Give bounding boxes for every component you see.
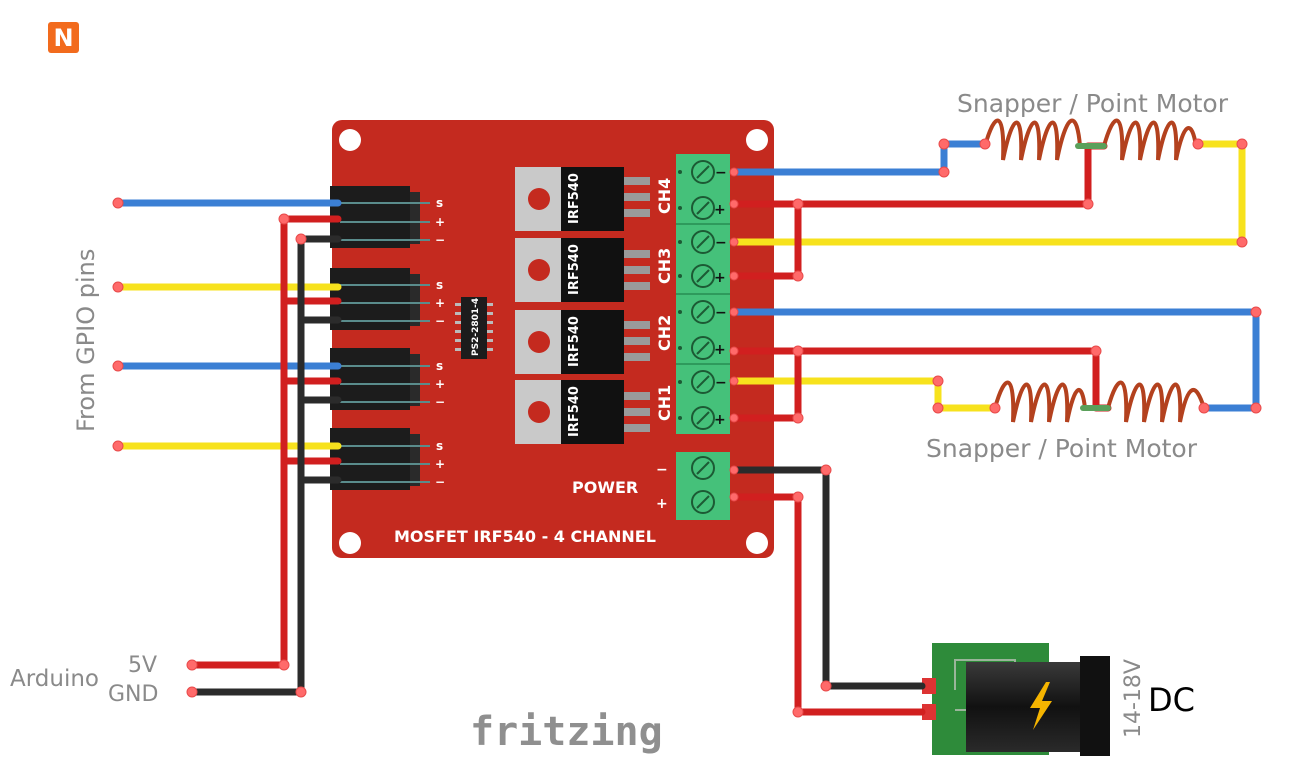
svg-text:+: + xyxy=(714,270,726,286)
svg-text:s: s xyxy=(436,278,443,292)
mounting-hole xyxy=(339,532,361,554)
svg-text:−: − xyxy=(435,475,445,489)
lightning-icon xyxy=(1030,682,1052,730)
svg-text:−: − xyxy=(715,375,727,391)
mosfet-ch4: IRF540 xyxy=(515,167,650,231)
svg-text:IRF540: IRF540 xyxy=(567,386,582,437)
header-ch2[interactable] xyxy=(330,348,430,410)
output-terminal-signs: − + − + − + − + xyxy=(714,165,727,428)
svg-text:IRF540: IRF540 xyxy=(567,173,582,224)
optocoupler-chip: PS2-2801-4 xyxy=(455,297,493,359)
svg-text:CH1: CH1 xyxy=(655,385,674,421)
fritzing-logo: fritzing xyxy=(470,709,663,755)
svg-text:+: + xyxy=(435,215,445,229)
mosfet-ch2: IRF540 xyxy=(515,310,650,374)
5v-label: 5V xyxy=(128,653,157,678)
gpio-label: From GPIO pins xyxy=(72,249,100,432)
svg-text:+: + xyxy=(714,412,726,428)
svg-text:N: N xyxy=(53,24,73,52)
mounting-hole xyxy=(339,129,361,151)
terminal-screws xyxy=(691,160,715,430)
motor-coil-top xyxy=(983,118,1198,161)
svg-text:+: + xyxy=(435,296,445,310)
header-ch3[interactable] xyxy=(330,268,430,330)
svg-text:s: s xyxy=(436,196,443,210)
svg-text:s: s xyxy=(436,439,443,453)
svg-text:s: s xyxy=(436,359,443,373)
mounting-hole xyxy=(746,532,768,554)
power-label: POWER xyxy=(572,478,638,497)
mosfet-ch1: IRF540 xyxy=(515,380,650,444)
svg-text:+: + xyxy=(435,457,445,471)
wires xyxy=(114,140,1260,716)
svg-text:PS2-2801-4: PS2-2801-4 xyxy=(471,298,481,356)
svg-text:−: − xyxy=(715,305,727,321)
motor-coil-bottom xyxy=(993,380,1206,423)
svg-text:+: + xyxy=(714,342,726,358)
svg-text:+: + xyxy=(656,496,668,512)
svg-text:CH4: CH4 xyxy=(655,178,674,214)
svg-text:−: − xyxy=(715,235,727,251)
motor-label-top: Snapper / Point Motor xyxy=(957,89,1229,118)
svg-text:+: + xyxy=(435,377,445,391)
power-terminal-block[interactable] xyxy=(676,452,730,520)
board-title: MOSFET IRF540 - 4 CHANNEL xyxy=(394,527,656,546)
dc-jack[interactable] xyxy=(922,643,1110,756)
wire-endpoints xyxy=(112,138,1262,718)
header-pin-labels: s + − s + − s + − s + − xyxy=(435,196,445,489)
mosfet-ch3: IRF540 xyxy=(515,238,650,302)
dc-label: DC xyxy=(1148,681,1195,719)
mounting-hole xyxy=(746,129,768,151)
gnd-label: GND xyxy=(108,682,158,707)
header-ch1[interactable] xyxy=(330,428,430,490)
svg-text:−: − xyxy=(715,165,727,181)
header-ch4[interactable] xyxy=(330,186,430,248)
svg-text:+: + xyxy=(714,202,726,218)
app-logo-icon: N xyxy=(48,22,79,53)
svg-text:−: − xyxy=(435,233,445,247)
svg-text:−: − xyxy=(435,395,445,409)
arduino-label: Arduino xyxy=(10,666,99,692)
power-terminal-signs: − + xyxy=(656,462,668,512)
svg-text:IRF540: IRF540 xyxy=(567,316,582,367)
dc-voltage-label: 14-18V xyxy=(1121,659,1146,738)
svg-text:CH3: CH3 xyxy=(655,248,674,284)
channel-labels: CH4 CH3 CH2 CH1 xyxy=(655,178,674,421)
svg-text:CH2: CH2 xyxy=(655,315,674,351)
svg-text:IRF540: IRF540 xyxy=(567,244,582,295)
motor-label-bottom: Snapper / Point Motor xyxy=(926,434,1198,463)
svg-text:−: − xyxy=(435,314,445,328)
mosfet-board[interactable]: s + − s + − s + − s + − PS2-2801-4 xyxy=(330,120,774,558)
svg-text:−: − xyxy=(656,462,668,478)
